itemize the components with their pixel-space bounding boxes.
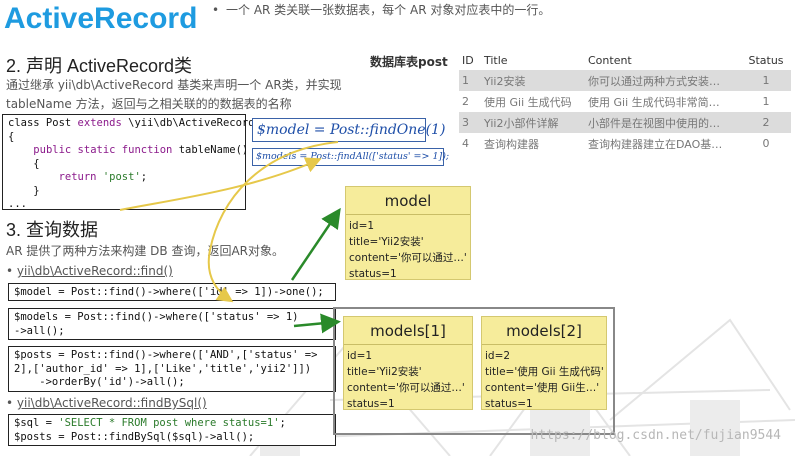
watermark: https://blog.csdn.net/fujian9544 <box>530 428 781 443</box>
models1-card-title-field: title='Yii2安装' <box>347 366 422 378</box>
col-content-header: Content <box>588 53 632 67</box>
intro-text: 一个 AR 类关联一张数据表，每个 AR 对象对应表中的一行。 <box>226 3 551 17</box>
model-card: model id=1 title='Yii2安装' content='你可以通过… <box>345 186 471 280</box>
cell-status: 0 <box>762 137 770 150</box>
section2-desc-line1: 通过继承 yii\db\ActiveRecord 基类来声明一个 AR类，并实现 <box>6 78 342 92</box>
models2-card-status: status=1 <box>485 398 533 410</box>
cell-content: 查询构建器建立在DAO基… <box>588 137 723 151</box>
code-text: ; <box>140 171 148 183</box>
findone-handwritten-box: $model = Post::findOne(1) <box>252 118 445 142</box>
model-card-id: id=1 <box>349 220 375 232</box>
code-brace: { <box>33 157 40 170</box>
models1-card-status: status=1 <box>347 398 395 410</box>
findbysql-bullet: • yii\db\ActiveRecord::findBySql() <box>6 396 207 410</box>
code-ellipsis: ... <box>8 198 27 210</box>
code-text: ->all(); <box>14 324 65 337</box>
code-text: ; <box>279 417 286 429</box>
table-row: 3 Yii2小部件详解 小部件是在视图中使用的… 2 <box>459 112 791 133</box>
col-id-header: ID <box>462 53 474 67</box>
db-post-table: ID Title Content Status 1 Yii2安装 你可以通过两种… <box>459 50 791 154</box>
table-row: 4 查询构建器 查询构建器建立在DAO基… 0 <box>459 133 791 154</box>
cell-title: 查询构建器 <box>484 137 539 151</box>
arrow-find-to-model <box>290 207 341 281</box>
findbysql-code: $sql = 'SELECT * FROM post where status=… <box>8 414 336 446</box>
cell-id: 4 <box>462 137 469 150</box>
code-keyword: public static function <box>33 144 173 156</box>
find-all-code: $models = Post::find()->where(['status' … <box>8 308 336 340</box>
code-keyword: return <box>58 171 97 183</box>
find-bullet: • yii\db\ActiveRecord::find() <box>6 264 173 278</box>
model-card-title: model <box>346 187 470 215</box>
model-card-title-field: title='Yii2安装' <box>349 236 424 248</box>
db-table-label: 数据库表post <box>370 55 448 69</box>
code-text: class Post <box>8 117 78 129</box>
models1-card: models[1] id=1 title='Yii2安装' content='你… <box>343 316 473 410</box>
section2-heading: 2. 声明 ActiveRecord类 <box>6 56 193 76</box>
cell-title: 使用 Gii 生成代码 <box>484 95 572 109</box>
models-group-box <box>333 307 615 435</box>
code-string: 'SELECT * FROM post where status=1' <box>58 417 280 429</box>
models2-card: models[2] id=2 title='使用 Gii 生成代码' conte… <box>481 316 607 410</box>
code-text: $models = Post::find()->where(['status' … <box>14 311 299 323</box>
find-complex-code: $posts = Post::find()->where(['AND',['st… <box>8 346 336 392</box>
cell-title: Yii2安装 <box>481 70 585 91</box>
code-brace: } <box>33 184 40 197</box>
table-header-row: ID Title Content Status <box>459 50 791 70</box>
code-text: 2],['author_id' => 1],['Like','title','y… <box>14 362 312 375</box>
code-text: tableName() <box>172 144 249 156</box>
models1-card-id: id=1 <box>347 350 373 362</box>
intro-bullet: • <box>212 3 220 17</box>
find-one-code: $model = Post::find()->where(['id' => 1]… <box>8 283 336 301</box>
col-title-header: Title <box>484 53 508 67</box>
cell-id: 3 <box>459 112 481 133</box>
code-brace: { <box>8 130 15 143</box>
cell-content: 你可以通过两种方式安装… <box>585 70 741 91</box>
code-text: \yii\db\ActiveRecord <box>121 117 255 129</box>
code-keyword: extends <box>77 117 122 129</box>
cell-content: 小部件是在视图中使用的… <box>585 112 741 133</box>
cell-id: 2 <box>462 95 469 108</box>
section2-desc-line2: tableName 方法，返回与之相关联的的数据表的名称 <box>6 97 292 111</box>
cell-title: Yii2小部件详解 <box>481 112 585 133</box>
cell-status: 1 <box>741 70 791 91</box>
section3-heading: 3. 查询数据 <box>6 220 99 240</box>
code-text: $posts = Post::findBySql($sql)->all(); <box>14 430 255 443</box>
models1-card-content: content='你可以通过…' <box>347 382 465 394</box>
code-text: ->orderBy('id')->all(); <box>14 376 185 388</box>
models2-card-id: id=2 <box>485 350 511 362</box>
findall-handwritten-box: $models = Post::findAll(['status' => 1])… <box>252 148 449 166</box>
code-text: $posts = Post::find()->where(['AND',['st… <box>14 349 318 361</box>
arrow-findall-to-models <box>293 313 341 334</box>
models2-card-title-field: title='使用 Gii 生成代码' <box>485 366 604 378</box>
cell-status: 1 <box>762 95 770 108</box>
model-card-content: content='你可以通过…' <box>349 252 467 264</box>
page-title: ActiveRecord <box>4 2 198 35</box>
table-row: 2 使用 Gii 生成代码 使用 Gii 生成代码非常简… 1 <box>459 91 791 112</box>
arrow-findone-to-find <box>207 141 339 303</box>
models1-card-title: models[1] <box>344 317 472 345</box>
model-card-status: status=1 <box>349 268 397 280</box>
cell-content: 使用 Gii 生成代码非常简… <box>588 95 720 109</box>
table-row: 1 Yii2安装 你可以通过两种方式安装… 1 <box>459 70 791 91</box>
models2-card-title: models[2] <box>482 317 606 345</box>
section2-description: 通过继承 yii\db\ActiveRecord 基类来声明一个 AR类，并实现… <box>6 76 406 114</box>
code-text: $sql = <box>14 417 59 429</box>
findbysql-method-name: yii\db\ActiveRecord::findBySql() <box>16 396 207 410</box>
cell-id: 1 <box>459 70 481 91</box>
section3-description: AR 提供了两种方法来构建 DB 查询，返回AR对象。 <box>6 244 285 258</box>
code-string: 'post' <box>102 171 141 183</box>
cell-status: 2 <box>741 112 791 133</box>
find-method-name: yii\db\ActiveRecord::find() <box>16 264 173 278</box>
arrow-findall-from-code <box>119 157 322 211</box>
col-status-header: Status <box>748 53 784 67</box>
models2-card-content: content='使用 Gii生…' <box>485 382 600 394</box>
